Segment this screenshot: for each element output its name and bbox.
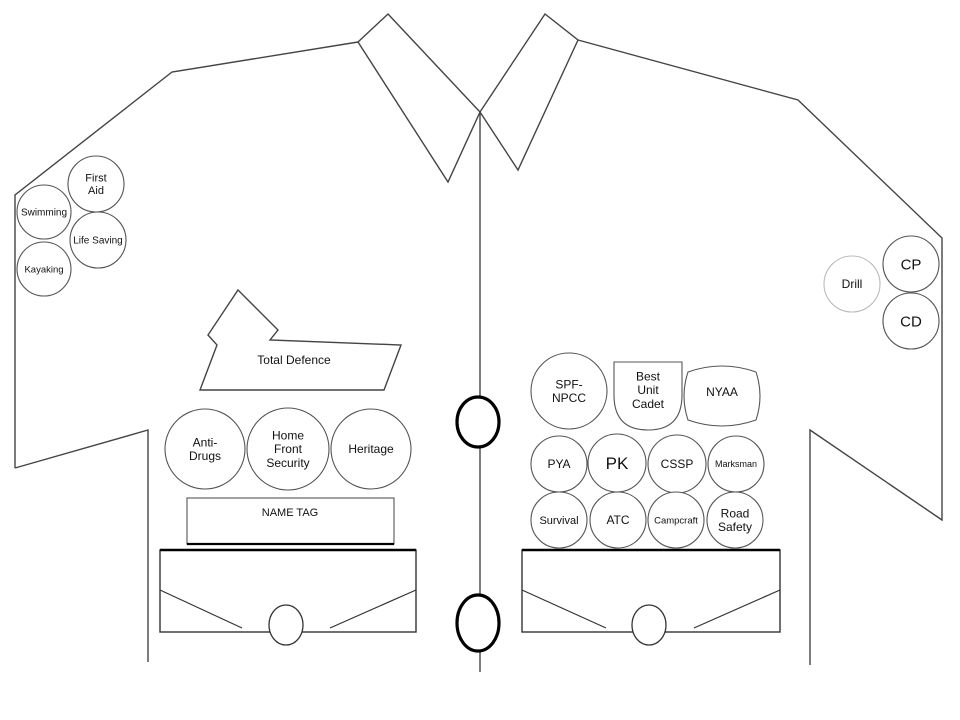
marksman-label: Marksman <box>715 459 757 469</box>
cd-badge: CD <box>882 292 940 350</box>
nyaa-label: NYAA <box>706 385 738 399</box>
pya-badge: PYA <box>530 435 588 493</box>
atc-label: ATC <box>606 513 629 527</box>
drill-label: Drill <box>842 277 863 291</box>
nyaa-badge: NYAA <box>683 365 761 427</box>
shirt-button-lower <box>455 593 501 653</box>
swimming-badge: Swimming <box>16 184 72 240</box>
spf-npcc-label: SPF-NPCC <box>552 377 586 405</box>
right-shoulder-line <box>577 39 943 665</box>
label-line: NAME TAG <box>262 507 318 519</box>
label-line: Campcraft <box>654 515 698 526</box>
label-line: Cadet <box>632 397 665 411</box>
label-line: Front <box>274 442 303 456</box>
life-saving-label: Life Saving <box>73 236 122 247</box>
right-pocket <box>521 548 781 646</box>
heritage-badge: Heritage <box>330 408 412 490</box>
name-tag-label: NAME TAG <box>262 507 318 519</box>
kayaking-label: Kayaking <box>24 264 63 275</box>
right-collar <box>479 12 579 172</box>
right-chest-grid-badges: PYA PK CSSP Marksman Survival ATC Campcr… <box>530 433 765 549</box>
pya-label: PYA <box>547 457 570 471</box>
right-pocket-button <box>631 604 667 646</box>
left-pocket-button <box>268 604 304 646</box>
label-line: Kayaking <box>24 264 63 275</box>
label-line: PK <box>606 454 629 473</box>
cp-badge: CP <box>882 235 940 293</box>
label-line: CSSP <box>661 457 694 471</box>
label-line: NYAA <box>706 385 738 399</box>
label-line: Life Saving <box>73 236 122 247</box>
label-line: Anti- <box>193 435 218 449</box>
left-collar <box>357 13 481 184</box>
pk-badge: PK <box>587 433 647 493</box>
label-line: SPF- <box>555 377 582 391</box>
label-line: First <box>85 173 106 185</box>
swimming-label: Swimming <box>21 208 67 219</box>
label-line: Road <box>721 506 750 520</box>
left-underarm-line <box>14 429 149 662</box>
label-line: Total Defence <box>257 353 331 367</box>
pk-label: PK <box>606 454 629 473</box>
right-sleeve-badges: Drill CP CD <box>823 235 940 350</box>
label-line: Best <box>636 369 661 383</box>
anti-drugs-label: Anti-Drugs <box>189 435 221 463</box>
label-line: Heritage <box>348 442 394 456</box>
label-line: Drugs <box>189 449 221 463</box>
left-shoulder-line <box>14 41 359 468</box>
cp-label: CP <box>901 256 922 273</box>
kayaking-badge: Kayaking <box>16 241 72 297</box>
label-line: Safety <box>718 520 752 534</box>
spf-npcc-badge: SPF-NPCC <box>530 352 608 430</box>
name-tag: NAME TAG <box>186 497 395 546</box>
atc-badge: ATC <box>589 491 647 549</box>
left-pocket <box>159 548 417 646</box>
campcraft-label: Campcraft <box>654 515 698 526</box>
label-line: Unit <box>637 383 659 397</box>
cd-label: CD <box>900 313 922 330</box>
label-line: Survival <box>539 515 578 527</box>
label-line: Drill <box>842 277 863 291</box>
heritage-label: Heritage <box>348 442 394 456</box>
total-defence-label: Total Defence <box>257 353 331 367</box>
label-line: ATC <box>606 513 629 527</box>
label-line: Aid <box>88 185 104 197</box>
cssp-badge: CSSP <box>647 434 707 494</box>
label-line: PYA <box>547 457 570 471</box>
campcraft-badge: Campcraft <box>647 491 705 549</box>
survival-badge: Survival <box>530 491 588 549</box>
life-saving-badge: Life Saving <box>69 211 127 269</box>
survival-label: Survival <box>539 515 578 527</box>
label-line: Security <box>266 456 309 470</box>
shirt-button-upper <box>455 395 501 449</box>
anti-drugs-badge: Anti-Drugs <box>164 408 246 490</box>
label-line: Swimming <box>21 208 67 219</box>
shirt-outline <box>14 12 943 672</box>
label-line: CD <box>900 313 922 330</box>
label-line: Marksman <box>715 459 757 469</box>
marksman-badge: Marksman <box>707 435 765 493</box>
label-line: Home <box>272 428 304 442</box>
drill-badge: Drill <box>823 255 881 313</box>
cssp-label: CSSP <box>661 457 694 471</box>
label-line: NPCC <box>552 391 586 405</box>
label-line: CP <box>901 256 922 273</box>
total-defence-badge: Total Defence <box>198 288 402 391</box>
